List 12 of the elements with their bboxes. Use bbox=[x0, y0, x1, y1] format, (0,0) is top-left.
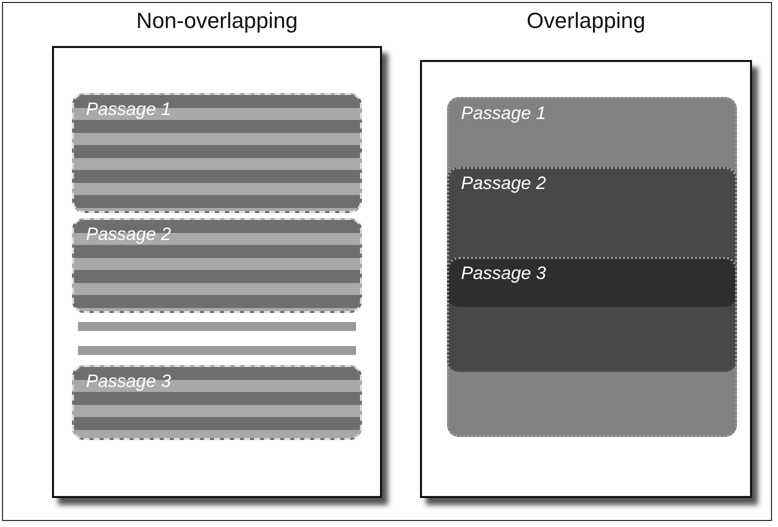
passage-box bbox=[72, 93, 362, 213]
passage-label: Passage 1 bbox=[86, 99, 172, 120]
passage-label: Passage 1 bbox=[461, 103, 546, 124]
passage-label: Passage 3 bbox=[461, 263, 546, 284]
passage-box bbox=[72, 365, 362, 440]
passage-box bbox=[447, 257, 737, 437]
passage-box bbox=[72, 218, 362, 313]
page-heading: Overlapping bbox=[526, 8, 646, 34]
passage-label: Passage 3 bbox=[86, 371, 172, 392]
passage-label: Passage 2 bbox=[461, 173, 546, 194]
passage-label: Passage 2 bbox=[86, 224, 172, 245]
page-heading: Non-overlapping bbox=[135, 8, 299, 34]
